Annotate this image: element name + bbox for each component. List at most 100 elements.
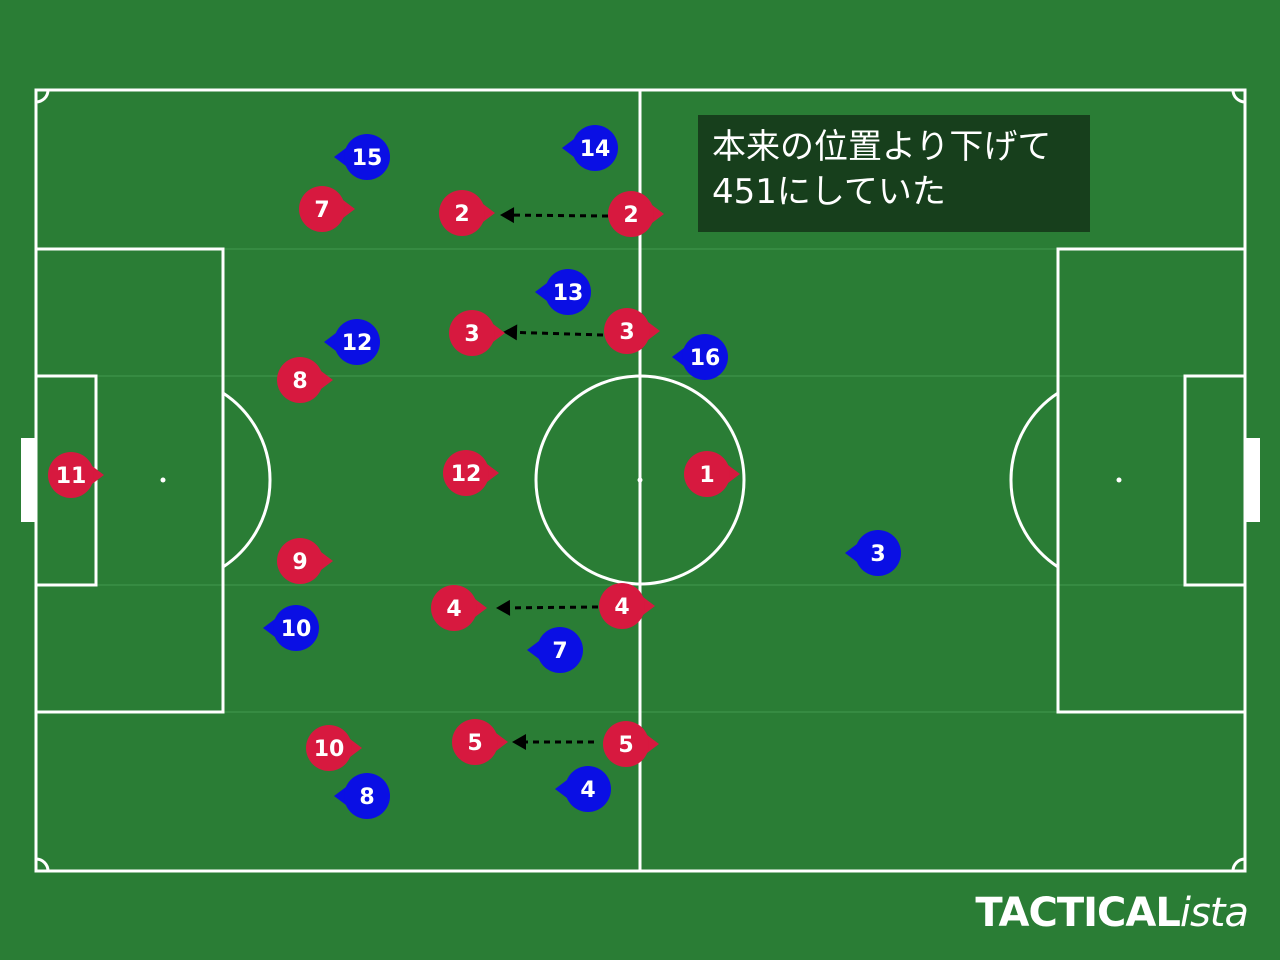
red-player-5: 5 bbox=[603, 721, 659, 767]
player-token bbox=[334, 319, 380, 365]
red-player-10: 10 bbox=[306, 725, 362, 771]
player-number: 2 bbox=[623, 203, 638, 228]
blue-player-13: 13 bbox=[535, 269, 591, 315]
player-token bbox=[599, 583, 645, 629]
direction-marker bbox=[483, 204, 495, 222]
red-player-3: 3 bbox=[449, 310, 505, 356]
direction-marker bbox=[672, 348, 684, 366]
note-line-2: 451にしていた bbox=[712, 172, 946, 212]
direction-marker bbox=[647, 735, 659, 753]
player-token bbox=[537, 627, 583, 673]
direction-marker bbox=[487, 464, 499, 482]
corner-arc-bl bbox=[35, 857, 50, 872]
player-number: 8 bbox=[292, 369, 307, 394]
direction-marker bbox=[643, 597, 655, 615]
blue-player-8: 8 bbox=[334, 773, 390, 819]
player-number: 11 bbox=[56, 464, 87, 489]
brand-main-text: TACTICAL bbox=[975, 890, 1180, 936]
player-token bbox=[439, 190, 485, 236]
red-player-8: 8 bbox=[277, 357, 333, 403]
direction-marker bbox=[334, 787, 346, 805]
player-token bbox=[608, 191, 654, 237]
note-line-1: 本来の位置より下げて bbox=[712, 127, 1052, 167]
movement-arrow bbox=[500, 207, 609, 224]
player-token bbox=[603, 721, 649, 767]
blue-player-7: 7 bbox=[527, 627, 583, 673]
blue-player-3: 3 bbox=[845, 530, 901, 576]
red-player-5: 5 bbox=[452, 719, 508, 765]
right-penalty-area bbox=[1056, 247, 1247, 714]
player-token bbox=[855, 530, 901, 576]
player-token bbox=[344, 773, 390, 819]
player-number: 4 bbox=[580, 778, 595, 803]
direction-marker bbox=[496, 733, 508, 751]
movement-arrows bbox=[496, 207, 609, 750]
red-player-2: 2 bbox=[608, 191, 664, 237]
brand-sub-text: ista bbox=[1179, 890, 1249, 936]
player-token bbox=[299, 186, 345, 232]
blue-player-15: 15 bbox=[334, 134, 390, 180]
direction-marker bbox=[845, 544, 857, 562]
player-number: 1 bbox=[699, 463, 714, 488]
blue-player-4: 4 bbox=[555, 766, 611, 812]
player-number: 15 bbox=[352, 146, 383, 171]
red-player-9: 9 bbox=[277, 538, 333, 584]
player-token bbox=[431, 585, 477, 631]
player-token bbox=[449, 310, 495, 356]
right-goal-area bbox=[1183, 374, 1247, 587]
player-number: 10 bbox=[281, 617, 312, 642]
player-token bbox=[545, 269, 591, 315]
player-number: 5 bbox=[618, 733, 633, 758]
player-token bbox=[682, 334, 728, 380]
player-token bbox=[565, 766, 611, 812]
red-player-11: 11 bbox=[48, 452, 104, 498]
player-number: 13 bbox=[553, 281, 584, 306]
direction-marker bbox=[343, 200, 355, 218]
arrow-shaft bbox=[509, 605, 599, 610]
movement-arrow bbox=[496, 599, 599, 616]
player-number: 7 bbox=[552, 639, 567, 664]
corner-arc-tl bbox=[35, 89, 50, 104]
arrow-head bbox=[503, 324, 518, 341]
left-goal bbox=[21, 438, 36, 522]
player-number: 4 bbox=[614, 595, 629, 620]
corner-arc-br bbox=[1231, 857, 1246, 872]
player-number: 16 bbox=[690, 346, 721, 371]
player-token bbox=[344, 134, 390, 180]
corner-arc-tr bbox=[1231, 89, 1246, 104]
arrow-head bbox=[512, 734, 526, 750]
player-number: 12 bbox=[451, 462, 482, 487]
red-player-12: 12 bbox=[443, 450, 499, 496]
right-penalty-spot bbox=[1116, 477, 1122, 483]
player-token bbox=[277, 538, 323, 584]
player-token bbox=[452, 719, 498, 765]
blue-player-14: 14 bbox=[562, 125, 618, 171]
direction-marker bbox=[527, 641, 539, 659]
arrow-head bbox=[496, 599, 511, 616]
direction-marker bbox=[321, 552, 333, 570]
arrow-head bbox=[500, 207, 515, 224]
center-spot bbox=[637, 477, 643, 483]
red-player-4: 4 bbox=[599, 583, 655, 629]
blue-player-10: 10 bbox=[263, 605, 319, 651]
direction-marker bbox=[493, 324, 505, 342]
red-player-1: 1 bbox=[684, 451, 740, 497]
player-number: 2 bbox=[454, 202, 469, 227]
direction-marker bbox=[648, 322, 660, 340]
direction-marker bbox=[652, 205, 664, 223]
player-number: 3 bbox=[464, 322, 479, 347]
player-number: 5 bbox=[467, 731, 482, 756]
pitch-spots bbox=[21, 438, 1260, 522]
blue-player-16: 16 bbox=[672, 334, 728, 380]
player-number: 14 bbox=[580, 137, 611, 162]
player-number: 8 bbox=[359, 785, 374, 810]
center-circle bbox=[534, 374, 746, 586]
player-token bbox=[306, 725, 352, 771]
red-player-3: 3 bbox=[604, 308, 660, 354]
direction-marker bbox=[350, 739, 362, 757]
direction-marker bbox=[535, 283, 547, 301]
right-goal bbox=[1245, 438, 1260, 522]
player-token bbox=[443, 450, 489, 496]
player-token bbox=[684, 451, 730, 497]
